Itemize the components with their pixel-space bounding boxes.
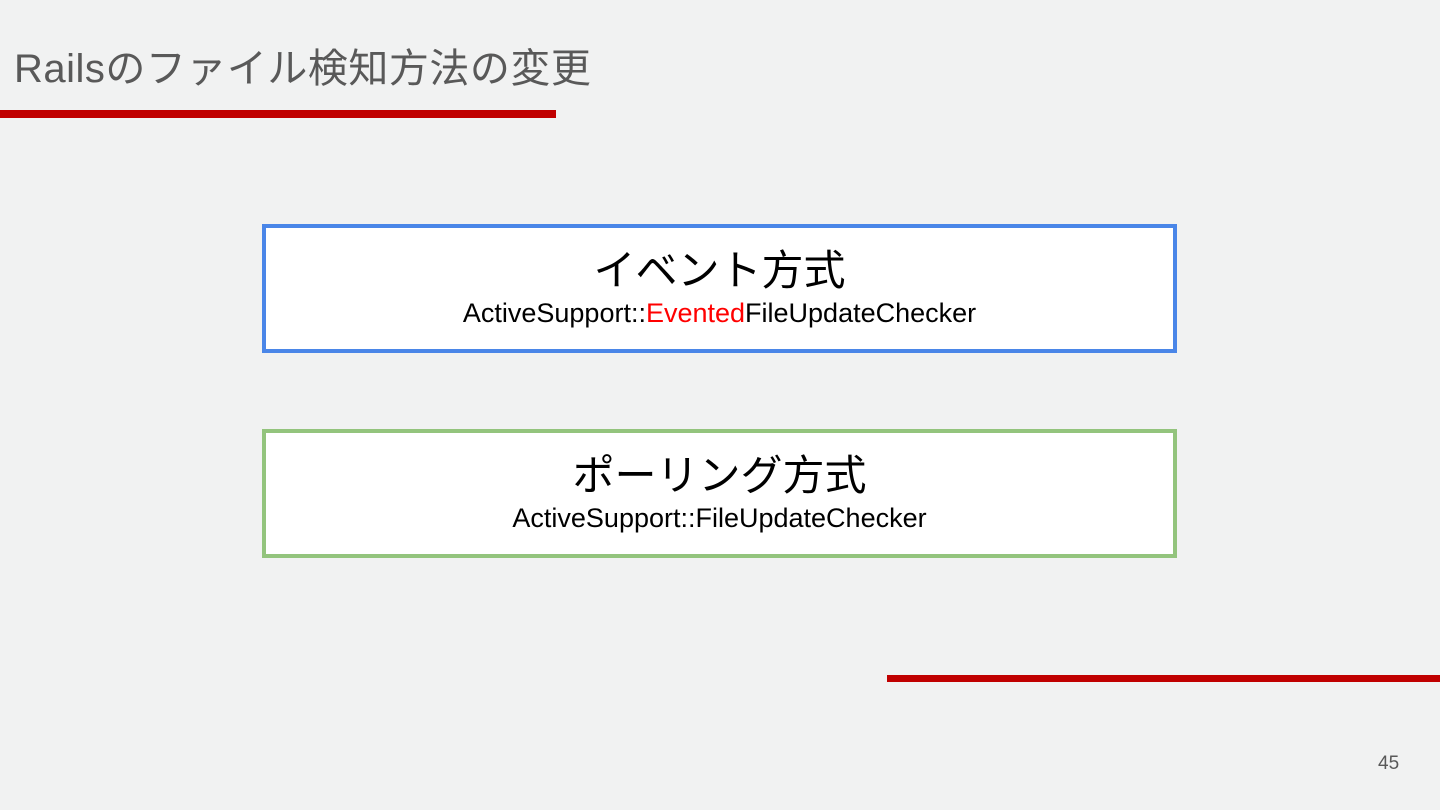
subtitle-prefix: ActiveSupport::FileUpdateChecker — [512, 503, 927, 534]
footer-accent-rule — [887, 675, 1440, 682]
subtitle-highlight: Evented — [645, 298, 746, 329]
page-number: 45 — [1378, 753, 1400, 774]
subtitle-prefix: ActiveSupport:: — [462, 298, 646, 329]
subtitle-suffix: FileUpdateChecker — [745, 298, 977, 329]
title-underline-rule — [0, 110, 556, 118]
concept-box-heading: ポーリング方式 — [572, 451, 867, 499]
concept-box-subtitle: ActiveSupport::EventedFileUpdateChecker — [462, 298, 977, 329]
concept-box-evented: イベント方式 ActiveSupport::EventedFileUpdateC… — [262, 224, 1177, 353]
concept-box-subtitle: ActiveSupport::FileUpdateChecker — [512, 503, 927, 534]
concept-box-heading: イベント方式 — [593, 246, 846, 294]
concept-box-polling: ポーリング方式 ActiveSupport::FileUpdateChecker — [262, 429, 1177, 558]
page-title: Railsのファイル検知方法の変更 — [14, 47, 592, 91]
